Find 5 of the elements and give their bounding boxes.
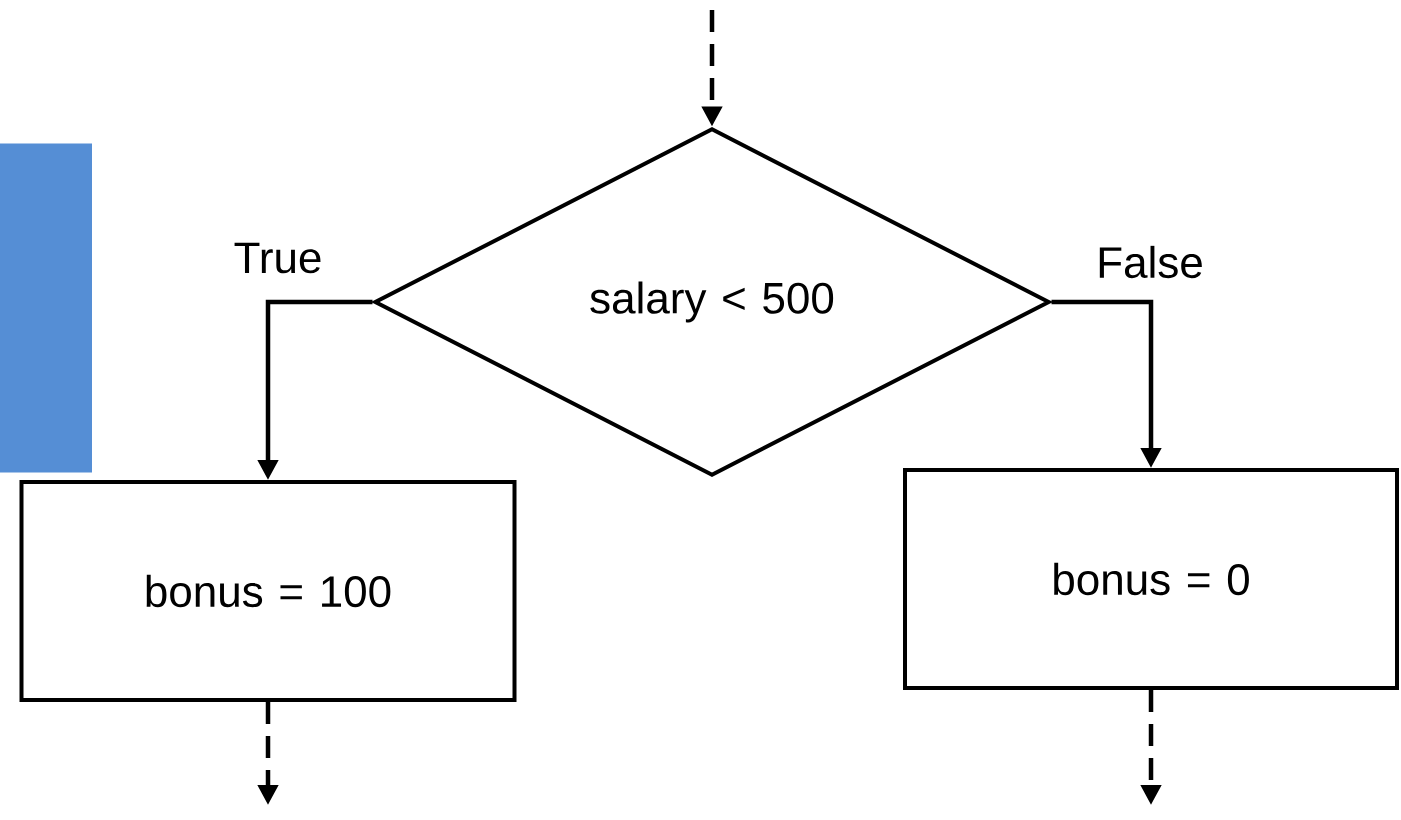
edge-label: True — [231, 240, 325, 276]
process-box: bonus = 0 — [903, 468, 1399, 690]
edge-label: False — [1094, 243, 1206, 281]
process-box: bonus = 100 — [19, 480, 517, 702]
bar-shape — [0, 143, 92, 473]
